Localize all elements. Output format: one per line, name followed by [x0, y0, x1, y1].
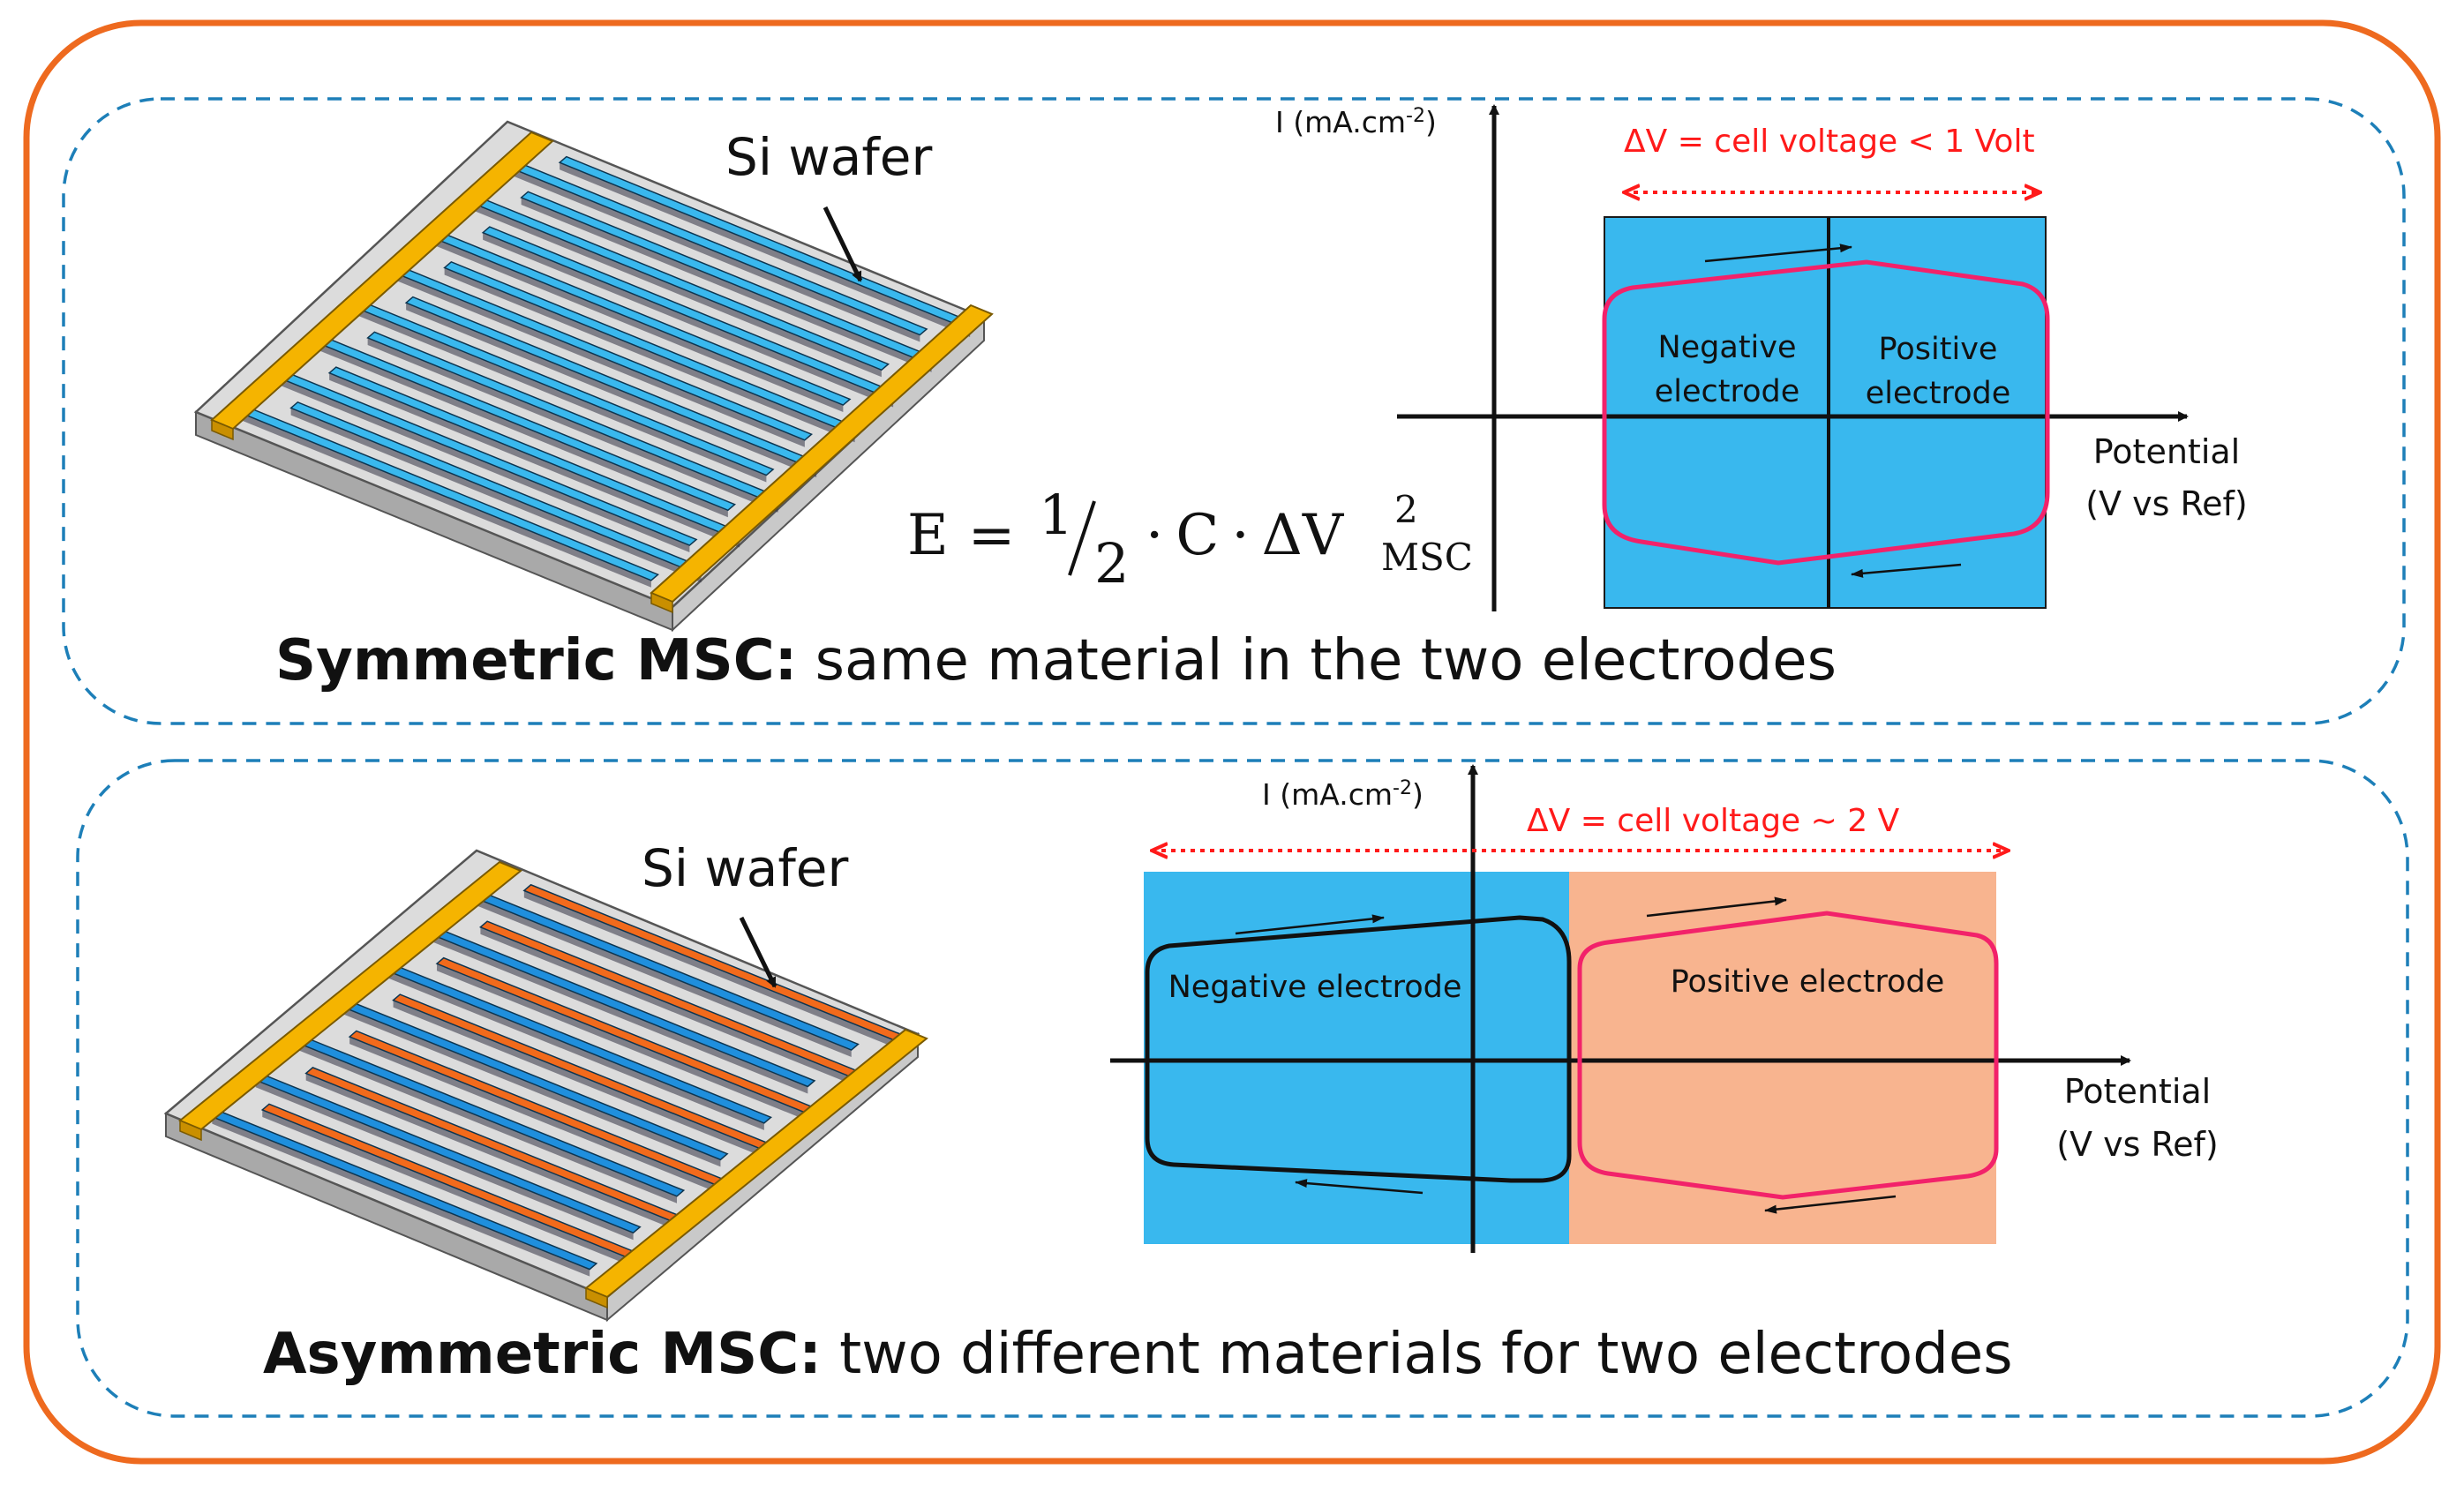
symmetric-cv-curve [1602, 259, 2050, 566]
asymmetric-delta-v-label: ΔV = cell voltage ~ 2 V [1527, 803, 1900, 839]
asymmetric-wafer-pointer [739, 916, 778, 988]
symmetric-dashed-border [62, 97, 2406, 725]
symmetric-device-illustration [193, 120, 994, 633]
asymmetric-y-axis-label: I (mA.cm-2) [1262, 777, 1424, 812]
formula-fraction-slash [1068, 500, 1096, 576]
symmetric-positive-label-1: Positive [1879, 332, 1998, 367]
svg-text:E=: E= [907, 503, 1015, 568]
symmetric-finger-shadow [444, 267, 855, 443]
asymmetric-positive-cv-curve [1577, 911, 1999, 1200]
formula-dot-1: · [1146, 503, 1163, 568]
symmetric-caption: Symmetric MSC: same material in the two … [275, 628, 1837, 694]
symmetric-finger-shadow [279, 378, 690, 553]
symmetric-panel: Si wafer E= 1 2 ·C·ΔV 2 MSC ΔV [62, 97, 2406, 725]
formula-superscript: 2 [1394, 488, 1418, 531]
symmetric-negative-label-1: Negative [1657, 330, 1796, 365]
asymmetric-negative-charge-arrow [1235, 914, 1385, 935]
formula-delta-v: ΔV [1262, 503, 1345, 568]
asymmetric-negative-discharge-arrow [1295, 1179, 1424, 1195]
symmetric-wafer-label: Si wafer [725, 127, 932, 187]
symmetric-cv-plot: ΔV = cell voltage < 1 Volt I (mA.cm-2) N… [1275, 104, 2248, 611]
symmetric-finger-shadow [394, 273, 805, 447]
asymmetric-panel: Si wafer ΔV = cell voltage ~ 2 V I (mA.c… [76, 759, 2409, 1418]
symmetric-finger-shadow [521, 197, 932, 372]
symmetric-finger-shadow [290, 408, 702, 583]
symmetric-finger-shadow [509, 167, 920, 342]
asymmetric-finger-shadow [349, 1037, 727, 1197]
asymmetric-caption: Asymmetric MSC: two different materials … [263, 1322, 2013, 1387]
asymmetric-finger-shadow [436, 963, 815, 1124]
symmetric-x-axis-label-1: Potential [2093, 432, 2240, 471]
symmetric-finger-shadow [432, 237, 844, 413]
symmetric-finger-shadow [483, 232, 894, 408]
symmetric-discharge-arrow [1851, 563, 1962, 578]
asymmetric-finger-shadow [480, 926, 859, 1087]
svg-text:·C·ΔV: ·C·ΔV [1146, 503, 1345, 568]
asymmetric-finger-shadow [262, 1109, 641, 1270]
asymmetric-dashed-border [76, 759, 2409, 1418]
symmetric-finger-shadow [329, 372, 740, 548]
asymmetric-x-axis-label-1: Potential [2064, 1072, 2211, 1111]
formula-equals: = [968, 503, 1016, 568]
symmetric-wafer-pointer [823, 206, 863, 282]
asymmetric-finger-shadow [387, 970, 764, 1130]
asymmetric-finger-shadow [393, 1000, 771, 1160]
asymmetric-finger-shadow [523, 890, 902, 1051]
symmetric-y-axis-label: I (mA.cm-2) [1275, 105, 1437, 139]
asymmetric-device-illustration [163, 849, 928, 1323]
asymmetric-negative-cv-curve [1145, 915, 1572, 1183]
symmetric-negative-label-2: electrode [1655, 374, 1800, 409]
formula-numerator: 1 [1039, 483, 1073, 547]
asymmetric-wafer-label: Si wafer [642, 838, 848, 898]
symmetric-finger-shadow [406, 303, 817, 477]
formula-c: C [1176, 503, 1219, 568]
asymmetric-finger-shadow [305, 1073, 684, 1233]
symmetric-finger-shadow [356, 307, 767, 483]
symmetric-charge-arrow [1704, 244, 1852, 263]
asymmetric-negative-label: Negative electrode [1168, 970, 1462, 1005]
symmetric-electrode-fingers [239, 155, 979, 588]
asymmetric-finger-shadow [299, 1043, 678, 1203]
energy-formula: E= 1 2 ·C·ΔV 2 MSC [907, 483, 1473, 596]
formula-denominator: 2 [1094, 531, 1129, 596]
asymmetric-positive-label: Positive electrode [1671, 964, 1945, 1000]
asymmetric-positive-charge-arrow [1646, 896, 1787, 918]
symmetric-finger-shadow [317, 342, 728, 518]
symmetric-positive-label-2: electrode [1866, 376, 2011, 411]
formula-lhs: E [907, 503, 949, 568]
asymmetric-finger-shadow [430, 933, 808, 1094]
asymmetric-finger-shadow [255, 1080, 634, 1241]
formula-dot-2: · [1231, 503, 1249, 568]
formula-subscript: MSC [1381, 536, 1473, 579]
symmetric-finger-shadow [560, 162, 971, 337]
symmetric-electrode-region [1604, 216, 2047, 609]
symmetric-delta-v-label: ΔV = cell voltage < 1 Volt [1624, 124, 2035, 160]
asymmetric-cv-plot: ΔV = cell voltage ~ 2 V I (mA.cm-2) Nega… [1110, 764, 2219, 1253]
asymmetric-finger-shadow [473, 897, 852, 1058]
asymmetric-finger-shadow [212, 1116, 590, 1277]
asymmetric-positive-discharge-arrow [1764, 1195, 1897, 1214]
symmetric-finger-shadow [240, 413, 651, 588]
symmetric-finger-shadow [470, 202, 882, 378]
symmetric-x-axis-label-2: (V vs Ref) [2085, 484, 2248, 523]
asymmetric-finger-shadow [342, 1007, 721, 1167]
symmetric-finger-shadow [367, 337, 778, 513]
asymmetric-x-axis-label-2: (V vs Ref) [2056, 1125, 2219, 1164]
asymmetric-electrode-fingers [210, 883, 910, 1277]
